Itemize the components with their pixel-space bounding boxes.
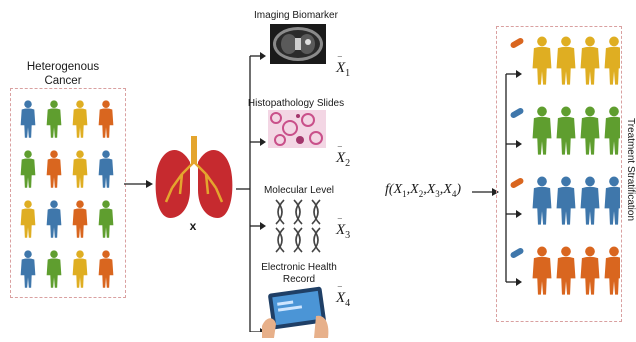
- cohort-person-icon: [47, 100, 62, 137]
- dna-strands-image: [270, 198, 326, 254]
- cohort-title-line1: Heterogenous: [14, 60, 112, 74]
- cohort-person-icon: [21, 100, 36, 137]
- cohort-person-icon: [99, 150, 114, 187]
- tablet-ehr-image: [262, 286, 330, 338]
- treatment-person-icon: [533, 177, 552, 225]
- treatment-person-icon: [605, 177, 620, 225]
- modality-label-ehr: Electronic Health Record: [254, 262, 344, 286]
- pill-icon: [509, 177, 524, 189]
- modality-label-ehr-line2: Record: [254, 274, 344, 286]
- var-x2: ‾X2: [336, 150, 350, 169]
- cohort-title-line2: Cancer: [14, 74, 112, 88]
- cohort-person-icon: [21, 250, 36, 287]
- treatment-person-icon: [605, 107, 620, 155]
- cohort-person-icon: [73, 250, 88, 287]
- treatment-person-icon: [605, 37, 620, 85]
- cohort-person-icon: [21, 200, 36, 237]
- cohort-title: Heterogenous Cancer: [14, 60, 112, 88]
- pill-icon: [509, 107, 524, 119]
- var-x1: ‾X1: [336, 60, 350, 79]
- cohort-person-icon: [99, 200, 114, 237]
- modality-label-imaging: Imaging Biomarker: [248, 10, 344, 22]
- histopathology-image: [268, 110, 326, 148]
- treatment-stratification-label: Treatment Stratification: [625, 118, 636, 221]
- treatment-person-icon: [581, 177, 600, 225]
- function-name: f: [385, 182, 389, 197]
- cohort-person-icon: [99, 250, 114, 287]
- treatment-groups: [500, 26, 620, 320]
- pill-icon: [509, 247, 524, 259]
- cohort-person-icon: [73, 100, 88, 137]
- treatment-person-icon: [533, 107, 552, 155]
- ct-scan-image: [270, 24, 326, 64]
- treatment-person-icon: [557, 247, 576, 295]
- cohort-person-icon: [73, 200, 88, 237]
- treatment-person-icon: [581, 107, 600, 155]
- modality-label-ehr-line1: Electronic Health: [254, 262, 344, 274]
- treatment-person-icon: [557, 107, 576, 155]
- treatment-person-icon: [581, 37, 600, 85]
- treatment-person-icon: [605, 247, 620, 295]
- treatment-person-icon: [533, 247, 552, 295]
- var-x4: ‾X4: [336, 290, 350, 309]
- var-x3: ‾X3: [336, 222, 350, 241]
- treatment-person-icon: [557, 37, 576, 85]
- organ-label: x: [186, 219, 200, 233]
- treatment-person-icon: [581, 247, 600, 295]
- modality-label-molecular: Molecular Level: [252, 185, 346, 197]
- pill-icon: [509, 37, 524, 49]
- cohort-person-icon: [99, 100, 114, 137]
- lungs-icon: [150, 132, 238, 224]
- cohort-person-icon: [47, 150, 62, 187]
- cohort-figures: [10, 88, 126, 298]
- modality-label-histopathology: Histopathology Slides: [244, 98, 348, 110]
- treatment-person-icon: [533, 37, 552, 85]
- cohort-person-icon: [47, 200, 62, 237]
- cohort-person-icon: [21, 150, 36, 187]
- treatment-person-icon: [557, 177, 576, 225]
- cohort-person-icon: [73, 150, 88, 187]
- cohort-person-icon: [47, 250, 62, 287]
- fusion-function: f(X1,X2,X3,X4): [385, 182, 461, 199]
